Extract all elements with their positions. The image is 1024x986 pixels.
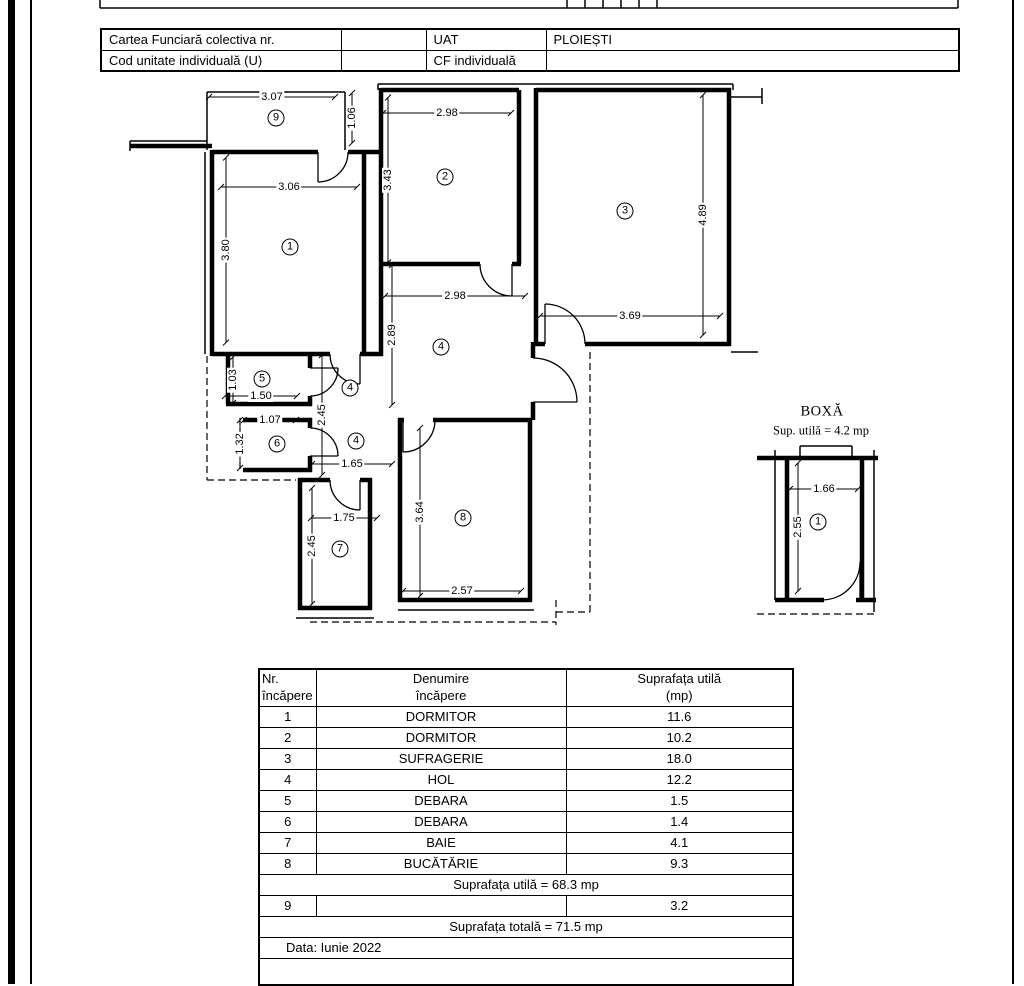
table-cell: 2 [258, 726, 317, 749]
table-row: Cartea Funciară colectiva nr. UAT PLOIEȘ… [100, 28, 960, 51]
column-header-line: Denumire [412, 670, 470, 686]
table-cell: 3.2 [565, 894, 794, 917]
table-cell: 3 [258, 747, 317, 770]
column-header-line: Suprafața utilă [637, 670, 722, 686]
header-cell-cf-value [545, 49, 960, 72]
header-cell-cod-unitate: Cod unitate individuală (U) [100, 49, 342, 72]
table-cell: DORMITOR [315, 705, 567, 728]
table-cell: 7 [258, 831, 317, 854]
cadastral-header-table: Cartea Funciară colectiva nr. UAT PLOIEȘ… [100, 28, 960, 72]
table-cell: 11.6 [565, 705, 794, 728]
table-cell: 5 [258, 789, 317, 812]
column-header-suprafata: Suprafața utilă (mp) [565, 668, 794, 707]
table-cell: HOL [315, 768, 567, 791]
header-cell-cf-individuala: CF individuală [425, 49, 547, 72]
table-cell: 4.1 [565, 831, 794, 854]
table-row: Data: Iunie 2022 [258, 936, 794, 959]
table-cell-merged: Data: Iunie 2022 [258, 936, 794, 959]
table-cell-merged [258, 957, 794, 986]
table-row: Suprafața totală = 71.5 mp [258, 915, 794, 938]
table-cell: 9.3 [565, 852, 794, 875]
table-cell: SUFRAGERIE [315, 747, 567, 770]
table-cell [315, 894, 567, 917]
table-cell: BUCĂTĂRIE [315, 852, 567, 875]
table-cell: 1 [258, 705, 317, 728]
column-header-line: încăpere [262, 687, 313, 703]
table-cell: 6 [258, 810, 317, 833]
table-row: Cod unitate individuală (U) CF individua… [100, 49, 960, 72]
column-header-line: încăpere [415, 687, 467, 703]
table-header-row: Nr. încăpere Denumire încăpere Suprafața… [258, 668, 794, 707]
column-header-nr: Nr. încăpere [258, 668, 317, 707]
table-cell: BAIE [315, 831, 567, 854]
table-cell: 12.2 [565, 768, 794, 791]
walls-dashed [206, 352, 878, 625]
table-cell: 8 [258, 852, 317, 875]
table-cell: 4 [258, 768, 317, 791]
table-row [258, 957, 794, 986]
table-cell: DEBARA [315, 789, 567, 812]
column-header-line: (mp) [665, 687, 693, 703]
header-cell-uat: UAT [425, 28, 547, 51]
table-cell-merged: Suprafața totală = 71.5 mp [258, 915, 794, 938]
room-table: Nr. încăpere Denumire încăpere Suprafața… [258, 668, 794, 986]
table-cell: 1.4 [565, 810, 794, 833]
table-cell: DEBARA [315, 810, 567, 833]
page-frame-left-line [30, 0, 32, 984]
table-cell: 9 [258, 894, 317, 917]
column-header-denumire: Denumire încăpere [315, 668, 567, 707]
walls-thick [130, 87, 878, 611]
walls-thin [99, 0, 959, 619]
table-cell-merged: Suprafața utilă = 68.3 mp [258, 873, 794, 896]
table-cell: 1.5 [565, 789, 794, 812]
table-row: Suprafața utilă = 68.3 mp [258, 873, 794, 896]
table-cell: 10.2 [565, 726, 794, 749]
page-frame-right-line [1012, 0, 1014, 984]
table-cell: 18.0 [565, 747, 794, 770]
page-frame-thick-bar [8, 0, 15, 984]
column-header-line: Nr. [262, 670, 279, 686]
table-cell: DORMITOR [315, 726, 567, 749]
